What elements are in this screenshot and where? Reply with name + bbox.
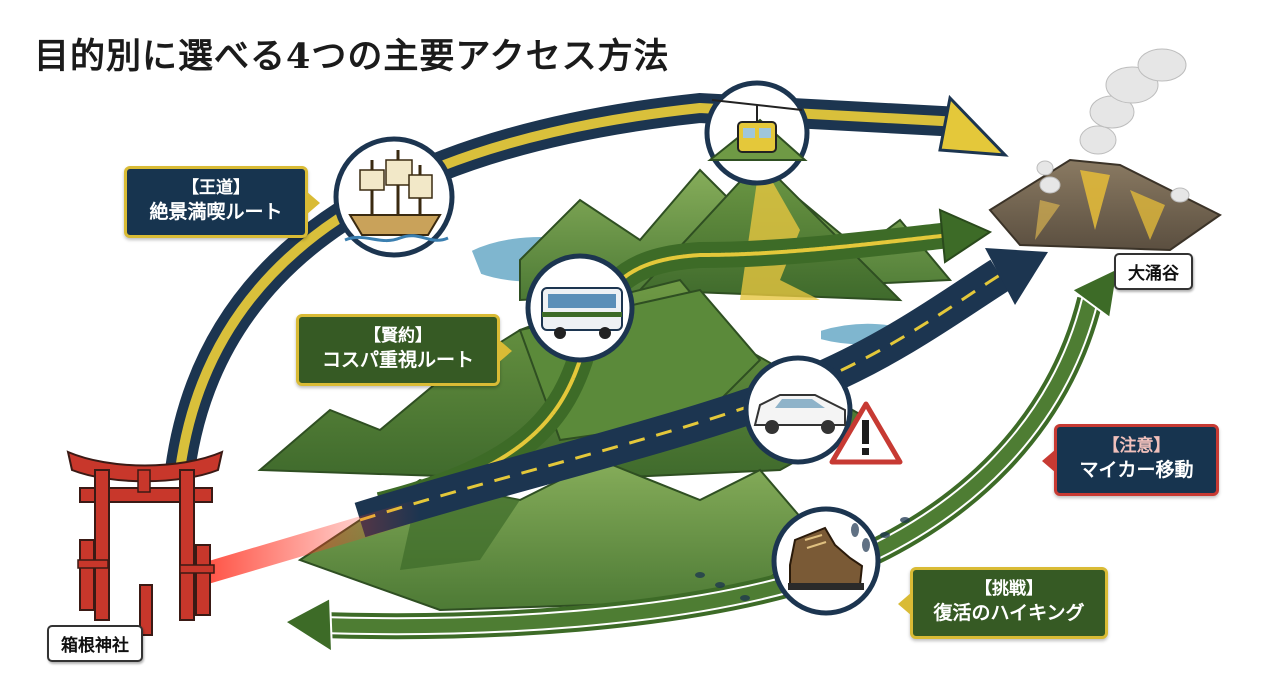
callout-description: 絶景満喫ルート [149, 200, 283, 223]
hike-route-arrowhead-left [283, 596, 334, 654]
callout-description: コスパ重視ルート [321, 348, 474, 371]
callout-description: マイカー移動 [1079, 458, 1194, 481]
callout-description: 復活のハイキング [933, 601, 1085, 624]
destination-label: 大涌谷 [1114, 253, 1193, 290]
warning-icon [829, 401, 903, 465]
ship-icon [333, 136, 455, 258]
bus-icon [525, 253, 635, 363]
callout-pointer [898, 592, 912, 616]
volcano-icon [988, 48, 1222, 252]
car-icon [743, 355, 853, 465]
callout-pointer [1042, 449, 1056, 473]
hike-route-arrowhead-up [1070, 266, 1120, 320]
callout-car-route: 【注意】 マイカー移動 [1042, 424, 1219, 496]
car-route-arrowhead [985, 248, 1048, 305]
callout-pointer [306, 191, 320, 215]
torii-gate-icon [66, 450, 224, 636]
page-title: 目的別に選べる4つの主要アクセス方法 [34, 36, 670, 77]
callout-tag: 【王道】 [182, 178, 250, 198]
callout-pointer [498, 339, 512, 363]
callout-value-route: 【賢約】 コスパ重視ルート [296, 314, 512, 386]
ropeway-icon [704, 80, 810, 186]
callout-tag: 【挑戦】 [975, 579, 1043, 599]
callout-royal-route: 【王道】 絶景満喫ルート [124, 166, 320, 238]
hiking-boot-icon [771, 506, 881, 616]
callout-hike-route: 【挑戦】 復活のハイキング [898, 567, 1108, 639]
callout-tag: 【注意】 [1102, 436, 1171, 456]
callout-tag: 【賢約】 [364, 326, 432, 346]
royal-route-arrowhead [938, 94, 1009, 157]
value-route-arrowhead [938, 208, 993, 264]
footprints [695, 517, 910, 601]
origin-label: 箱根神社 [47, 625, 143, 662]
